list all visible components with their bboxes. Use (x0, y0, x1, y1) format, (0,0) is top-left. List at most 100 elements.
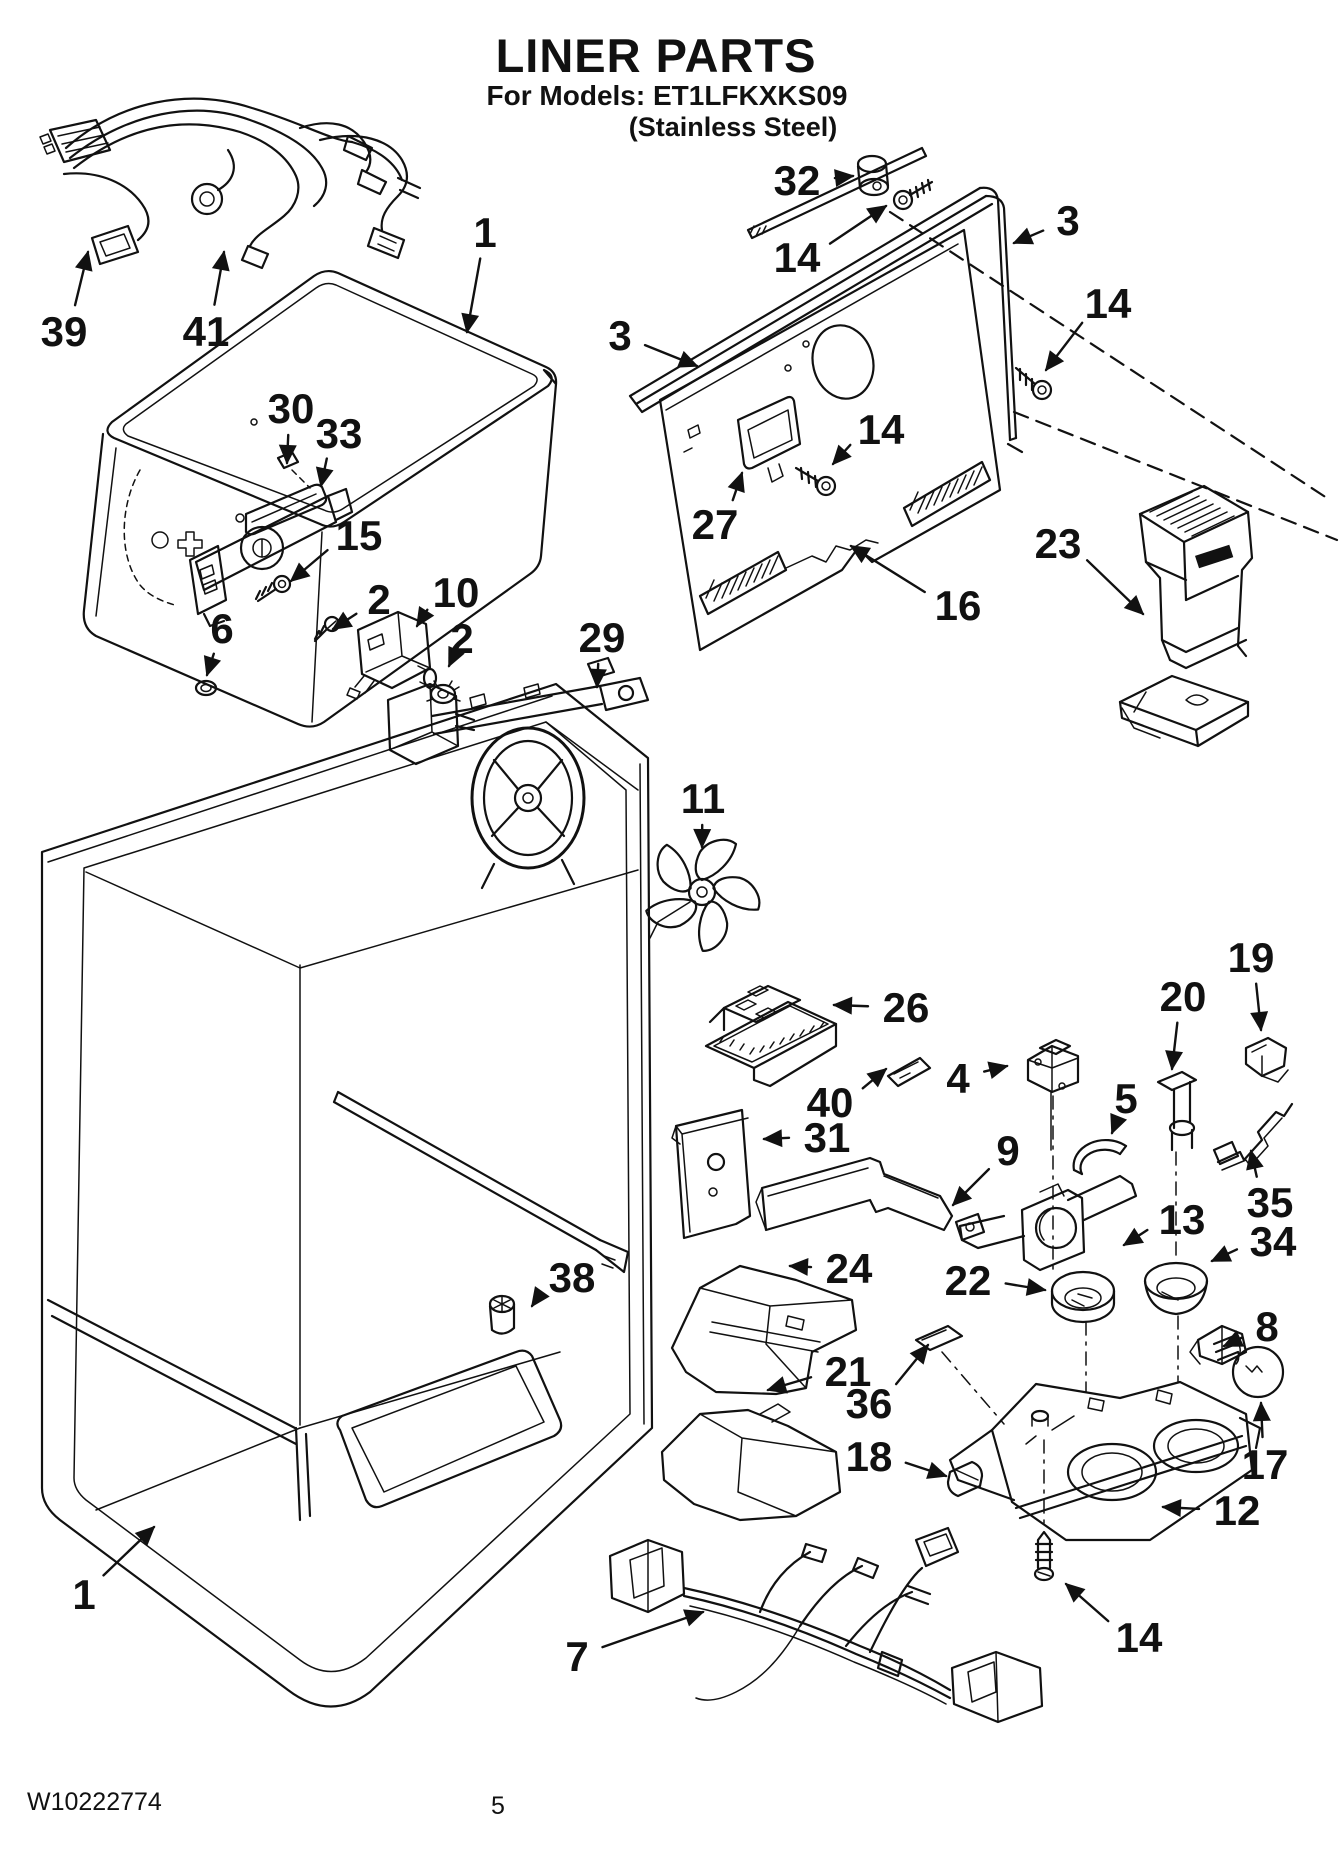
callout-label-14-11: 14 (858, 406, 905, 453)
callout-arrow-27 (727, 471, 745, 502)
callout-label-20-23: 20 (1160, 973, 1207, 1020)
callout-label-21-36: 21 (825, 1348, 872, 1395)
callout-arrow-9 (951, 1167, 991, 1207)
callout-label-18-38: 18 (846, 1433, 893, 1480)
callout-label-39-0: 39 (41, 308, 88, 355)
callout-arrow-41 (211, 250, 230, 306)
callout-arrow-40 (861, 1067, 888, 1090)
callout-label-40-24: 40 (807, 1079, 854, 1126)
callout-label-12-40: 12 (1214, 1487, 1261, 1534)
callout-arrow-14 (1064, 1582, 1110, 1623)
callout-label-4-25: 4 (946, 1055, 970, 1102)
thermal-fuse-18 (946, 1460, 984, 1498)
callout-label-27-10: 27 (692, 501, 739, 548)
callout-arrow-35 (1246, 1149, 1264, 1178)
callout-label-10-17: 10 (433, 569, 480, 616)
callout-arrow-16 (849, 544, 926, 594)
callout-arrow-13 (1122, 1227, 1149, 1247)
callout-arrow-39 (73, 250, 93, 307)
callout-arrow-34 (1210, 1245, 1239, 1263)
callout-label-24-33: 24 (826, 1245, 873, 1292)
wire-harness-upper (39, 97, 422, 270)
callout-label-31-27: 31 (804, 1114, 851, 1161)
callout-label-33-9: 33 (316, 410, 363, 457)
callout-arrow-1 (102, 1525, 156, 1577)
callout-arrow-24 (788, 1257, 813, 1276)
callout-arrow-30 (278, 433, 297, 465)
callout-arrow-5 (1110, 1112, 1128, 1135)
callout-label-3-6: 3 (608, 312, 631, 359)
callout-label-22-32: 22 (945, 1257, 992, 1304)
lamp-housing-12 (948, 1380, 1262, 1542)
callout-arrow-17 (1252, 1401, 1271, 1439)
clip-5 (1072, 1138, 1128, 1176)
fan-blade-11 (642, 838, 764, 956)
callout-arrow-36 (894, 1343, 930, 1386)
evap-cover-24 (670, 1264, 858, 1396)
finish-line: (Stainless Steel) (628, 112, 838, 142)
fan-orifice-ring (470, 726, 586, 890)
evap-cover-21 (660, 1403, 842, 1522)
page-title: LINER PARTS (495, 29, 817, 82)
lamp-lens-cup-22 (1050, 1270, 1116, 1324)
callout-label-16-13: 16 (935, 582, 982, 629)
callout-label-8-34: 8 (1255, 1303, 1278, 1350)
wire-harness-lower (608, 1526, 1044, 1724)
document-number: W10222774 (27, 1788, 162, 1816)
upper-liner-tub (82, 269, 558, 728)
lower-liner-cabinet (40, 682, 654, 1708)
callout-label-14-7: 14 (1085, 280, 1132, 327)
callout-arrow-18 (904, 1461, 948, 1479)
callout-arrow-4 (983, 1061, 1009, 1080)
shield-plate-36 (914, 1324, 1005, 1425)
callout-arrow-3 (643, 343, 699, 368)
callout-arrow-14 (828, 204, 888, 245)
callout-arrow-15 (289, 548, 329, 583)
callout-label-26-21: 26 (883, 984, 930, 1031)
callout-label-9-28: 9 (996, 1127, 1019, 1174)
callout-arrow-8 (1222, 1330, 1245, 1348)
callout-label-3-5: 3 (1056, 197, 1079, 244)
callout-arrow-23 (1085, 559, 1145, 616)
control-bracket-assembly (188, 450, 354, 628)
back-panel-assembly (628, 146, 1339, 652)
defrost-thermostat-4 (1026, 1038, 1080, 1151)
callout-arrow-38 (530, 1286, 550, 1308)
callout-label-7-43: 7 (565, 1633, 588, 1680)
callout-label-30-8: 30 (268, 385, 315, 432)
callout-label-36-37: 36 (846, 1380, 893, 1427)
damper-control-23 (1118, 484, 1254, 748)
callout-label-1-42: 1 (72, 1571, 95, 1618)
callout-arrow-6 (203, 652, 222, 677)
callout-label-14-41: 14 (1116, 1614, 1163, 1661)
callout-label-6-15: 6 (210, 605, 233, 652)
callout-arrow-22 (1004, 1278, 1047, 1296)
air-diffuser-26 (704, 984, 838, 1088)
callout-arrow-33 (315, 457, 334, 488)
screw-14-bottom (1033, 1439, 1055, 1582)
callout-label-13-30: 13 (1159, 1196, 1206, 1243)
callout-label-23-12: 23 (1035, 520, 1082, 567)
callout-arrow-7 (601, 1609, 705, 1649)
lamp-lens-cup-34 (1143, 1261, 1209, 1316)
callout-arrow-14 (1044, 321, 1084, 372)
callout-label-34-31: 34 (1250, 1218, 1297, 1265)
callout-arrow-32 (833, 169, 855, 187)
callout-arrow-14 (831, 443, 852, 466)
callout-label-2-18: 2 (450, 615, 473, 662)
callout-arrow-12 (1161, 1498, 1201, 1517)
callout-label-32-3: 32 (774, 157, 821, 204)
assembly-axis-right (1175, 1151, 1179, 1383)
callout-label-2-16: 2 (367, 576, 390, 623)
callout-label-5-26: 5 (1114, 1075, 1137, 1122)
callout-arrow-2 (447, 645, 465, 668)
bulb-holder-13 (954, 1174, 1138, 1272)
callout-arrow-20 (1165, 1021, 1184, 1071)
callout-arrow-19 (1250, 982, 1269, 1032)
page-number: 5 (491, 1792, 505, 1820)
callout-label-29-19: 29 (579, 614, 626, 661)
cover-plate-40 (886, 1056, 932, 1088)
standpipe-20 (1156, 1070, 1198, 1152)
callout-arrow-1 (461, 257, 482, 334)
